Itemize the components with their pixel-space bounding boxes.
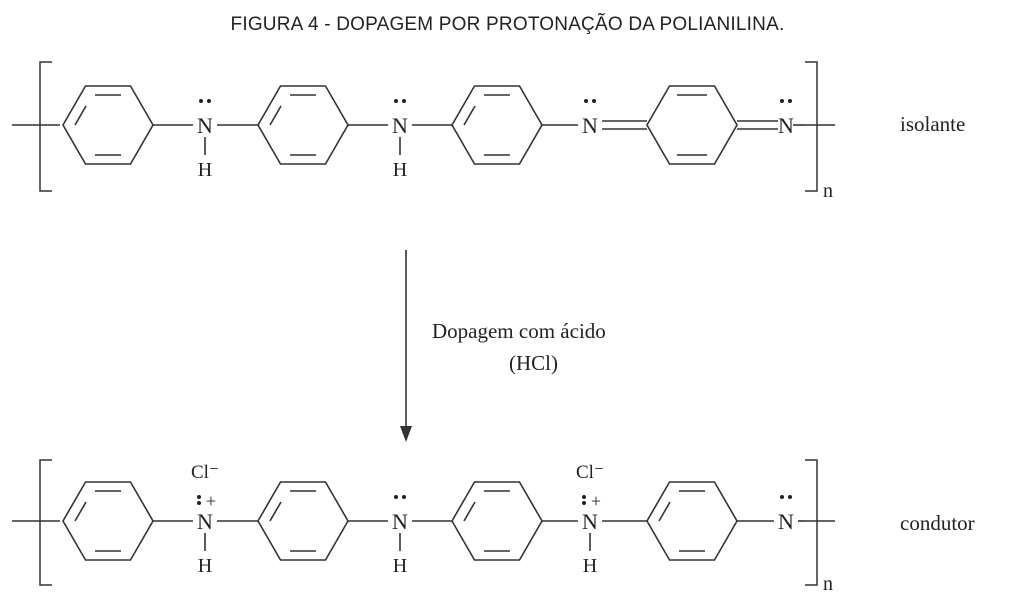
bottom-nitrogen-4: N xyxy=(778,509,794,534)
chloride-counterion-2: Cl⁻ xyxy=(576,462,604,483)
top-nitrogen-3: N xyxy=(582,113,598,138)
bottom-nitrogen-3: N xyxy=(582,509,598,534)
label-isolante: isolante xyxy=(900,112,965,136)
top-nitrogen-1: N xyxy=(197,113,213,138)
top-hydrogen-2: H xyxy=(393,159,407,181)
bottom-right-bracket xyxy=(805,459,818,586)
top-quinoid-ring xyxy=(646,85,738,165)
top-structure: N N N N H H n isolante xyxy=(12,61,965,202)
positive-charge-2: + xyxy=(591,491,601,511)
top-benzene-ring-2 xyxy=(257,85,349,165)
top-lone-pairs xyxy=(199,99,792,103)
bottom-repeat-subscript: n xyxy=(823,573,833,592)
bottom-benzene-ring-3 xyxy=(451,481,543,561)
top-hydrogen-1: H xyxy=(198,159,212,181)
top-repeat-subscript: n xyxy=(823,180,833,202)
reaction-arrow xyxy=(400,250,412,442)
reaction-condition-line1: Dopagem com ácido xyxy=(432,319,606,343)
top-benzene-ring-1 xyxy=(62,85,154,165)
bottom-benzene-ring-2 xyxy=(257,481,349,561)
bottom-nitrogen-2: N xyxy=(392,509,408,534)
chloride-counterion-1: Cl⁻ xyxy=(191,462,219,483)
top-benzene-ring-3 xyxy=(451,85,543,165)
reaction-condition-line2: (HCl) xyxy=(509,351,558,375)
figure-title: FIGURA 4 - DOPAGEM POR PROTONAÇÃO DA POL… xyxy=(230,14,785,35)
positive-charge-1: + xyxy=(206,491,216,511)
bottom-benzene-ring-4 xyxy=(646,481,738,561)
bottom-hydrogen-3: H xyxy=(583,555,597,577)
label-condutor: condutor xyxy=(900,511,975,535)
top-nitrogen-4: N xyxy=(778,113,794,138)
bottom-hydrogen-2: H xyxy=(393,555,407,577)
bottom-left-bracket xyxy=(39,459,52,586)
top-nitrogen-2: N xyxy=(392,113,408,138)
bottom-hydrogen-1: H xyxy=(198,555,212,577)
bottom-nitrogen-1: N xyxy=(197,509,213,534)
top-right-bracket xyxy=(805,61,818,192)
top-left-bracket xyxy=(39,61,52,192)
bottom-benzene-ring-1 xyxy=(62,481,154,561)
bottom-structure: N N N N + + Cl⁻ Cl⁻ H H H n condutor xyxy=(12,459,975,592)
bottom-lone-pairs xyxy=(197,495,792,505)
